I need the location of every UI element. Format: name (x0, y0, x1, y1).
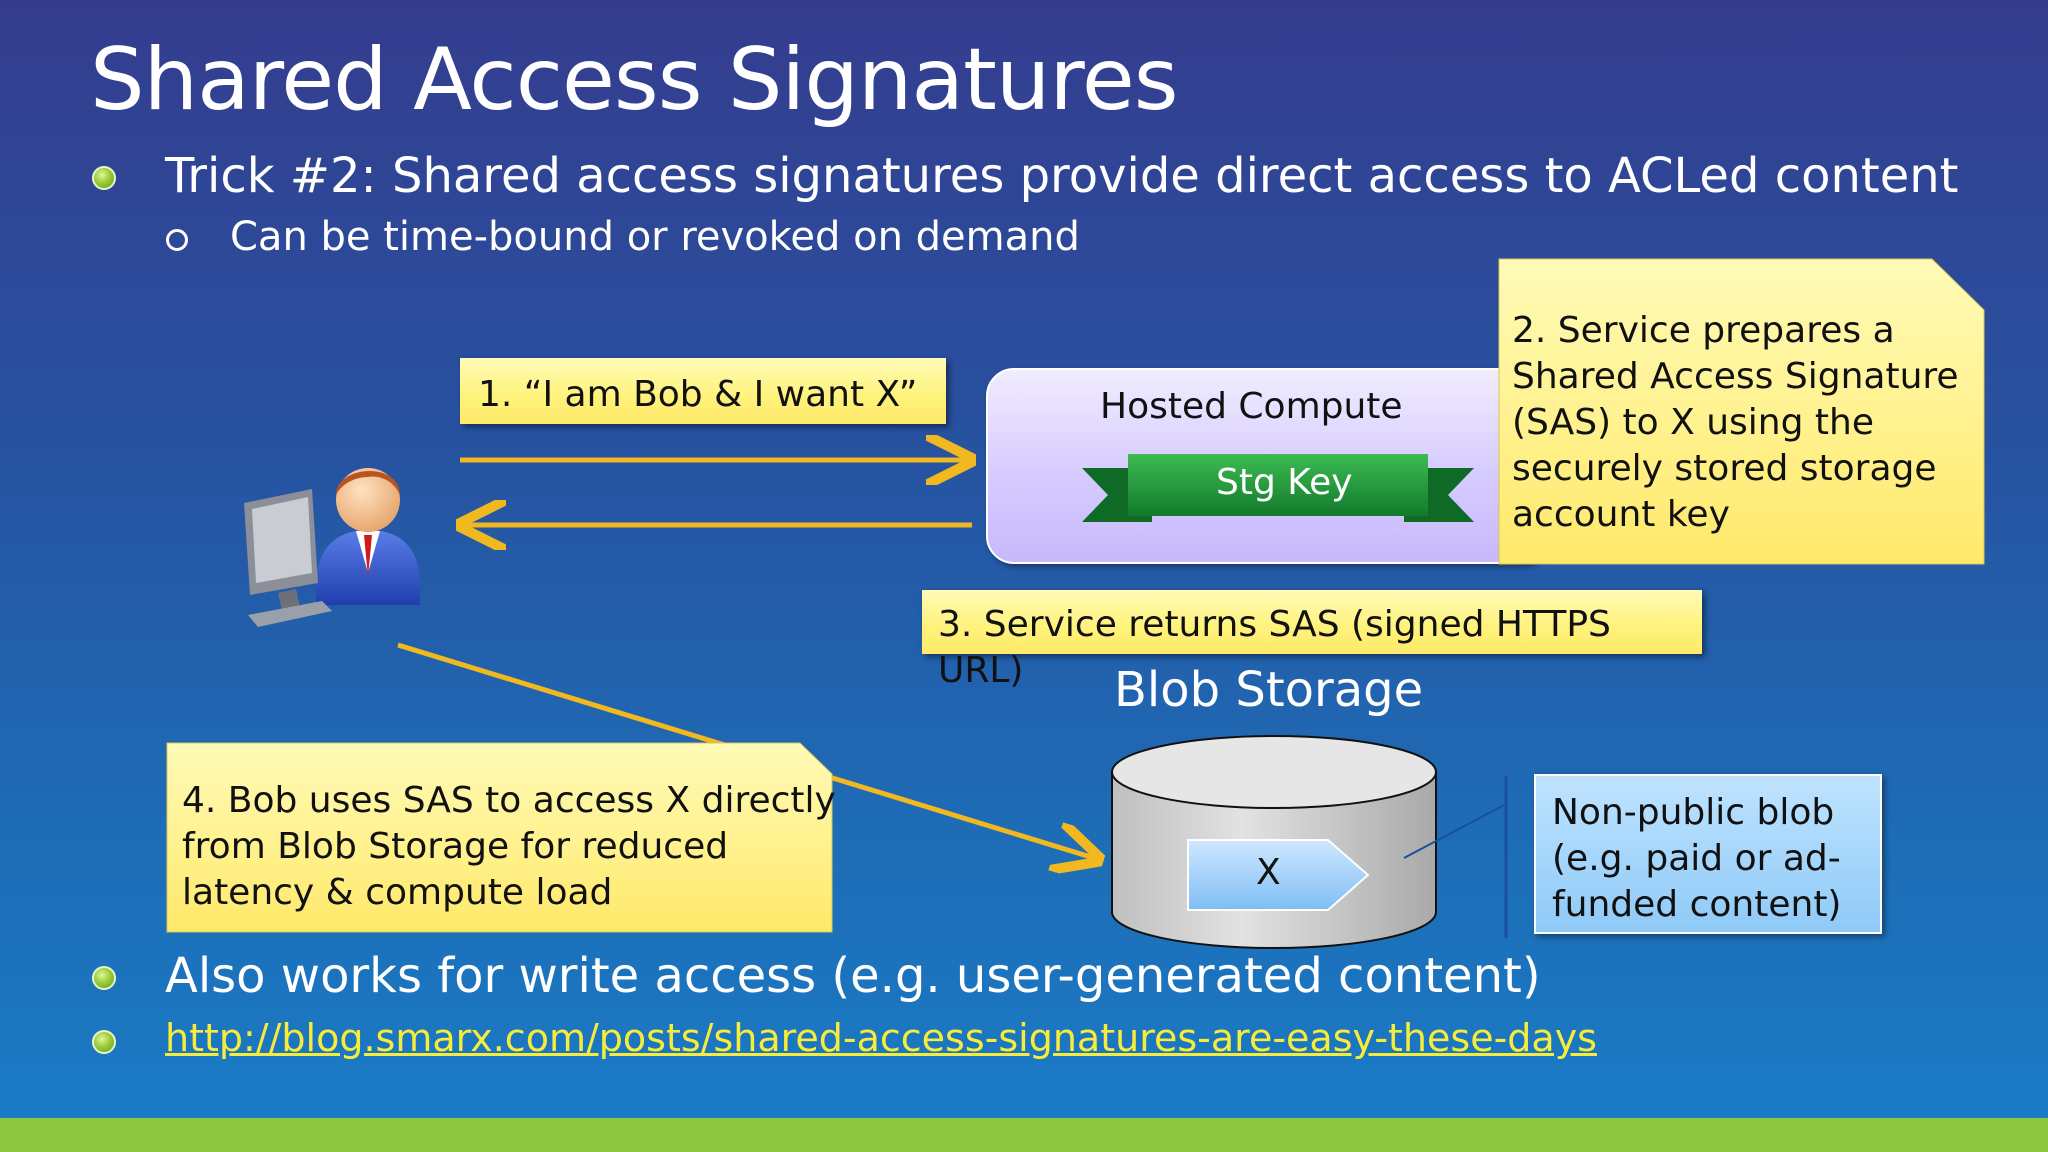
step2-text: 2. Service prepares a Shared Access Sign… (1512, 310, 1959, 535)
sub-bullet-circle-icon (166, 229, 188, 251)
bullet-write-access: Also works for write access (e.g. user-g… (165, 948, 1541, 1004)
slide-title: Shared Access Signatures (90, 30, 1179, 130)
blog-link[interactable]: http://blog.smarx.com/posts/shared-acces… (165, 1016, 1597, 1060)
blob-x-shape (1187, 839, 1370, 911)
blob-x-label: X (1256, 852, 1281, 893)
step2-note-shape (1498, 258, 1985, 565)
storage-key-label: Stg Key (1216, 462, 1353, 503)
sub-bullet-time-bound: Can be time-bound or revoked on demand (230, 214, 1080, 260)
step3-text: 3. Service returns SAS (signed HTTPS URL… (938, 604, 1611, 691)
storage-key-ribbon-icon (1082, 454, 1474, 522)
user-at-computer-icon (244, 468, 420, 627)
bullet-dot-icon (92, 166, 116, 190)
step1-note: 1. “I am Bob & I want X” (460, 358, 946, 424)
bullet-dot-icon (92, 966, 116, 990)
callout-connector (1403, 776, 1508, 938)
step1-text: 1. “I am Bob & I want X” (478, 374, 918, 415)
step4-note-shape (166, 742, 833, 933)
nonpublic-blob-callout: Non-public blob (e.g. paid or ad- funded… (1534, 774, 1882, 934)
step3-note: 3. Service returns SAS (signed HTTPS URL… (922, 590, 1702, 691)
hosted-compute-label: Hosted Compute (1100, 386, 1403, 427)
footer-bar (0, 1118, 2048, 1152)
blob-storage-title: Blob Storage (1114, 662, 1424, 718)
nonpublic-text: Non-public blob (e.g. paid or ad- funded… (1552, 792, 1842, 925)
step4-text: 4. Bob uses SAS to access X directly fro… (182, 780, 836, 913)
bullet-trick-2: Trick #2: Shared access signatures provi… (165, 148, 1959, 204)
bullet-dot-icon (92, 1030, 116, 1054)
